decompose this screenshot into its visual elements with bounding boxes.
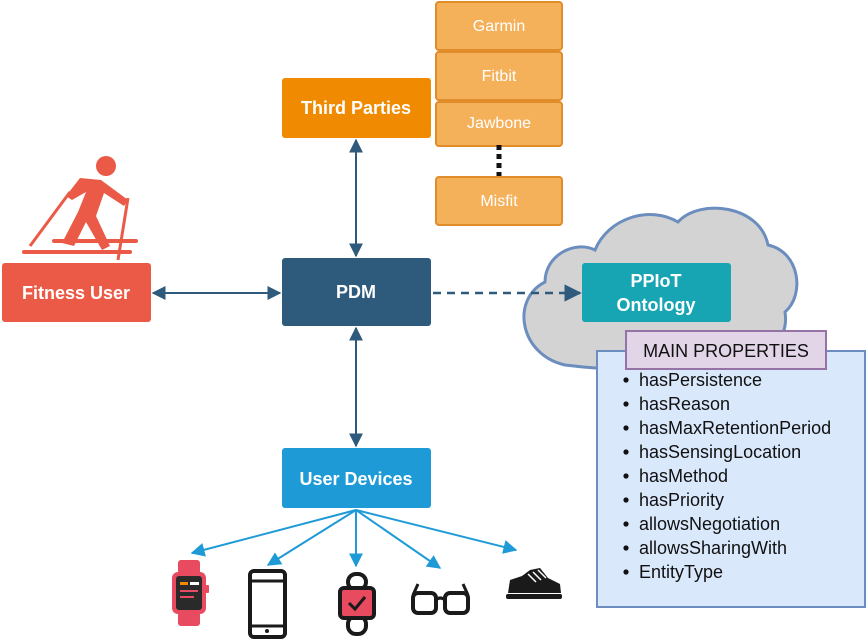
skier-icon <box>22 156 138 261</box>
fitness-user-label: Fitness User <box>22 283 130 303</box>
smartwatch-icon <box>172 560 209 626</box>
property-item: hasPriority <box>639 490 724 510</box>
property-item: EntityType <box>639 562 723 582</box>
vendor-stack: Garmin Fitbit Jawbone Misfit <box>435 1 563 226</box>
property-item: allowsSharingWith <box>639 538 787 558</box>
vendor-label-garmin: Garmin <box>473 18 525 35</box>
ontology-label-line1: PPIoT <box>630 271 681 291</box>
third-parties-node <box>282 78 431 138</box>
pdm-label: PDM <box>336 282 376 302</box>
property-item: hasSensingLocation <box>639 442 801 462</box>
vendor-label-misfit: Misfit <box>480 193 518 210</box>
smartphone-icon <box>248 569 287 639</box>
fitness-user-node <box>2 263 151 322</box>
user-devices-label: User Devices <box>299 469 412 489</box>
property-bullet <box>623 449 629 455</box>
vendor-label-jawbone: Jawbone <box>467 115 531 132</box>
vendor-box-garmin <box>435 1 563 51</box>
pdm-node <box>282 258 431 326</box>
smart-glasses-icon <box>411 583 470 615</box>
property-bullet <box>623 473 629 479</box>
properties-list: hasPersistence hasReason hasMaxRetentionPe… <box>623 370 831 582</box>
property-bullet <box>623 497 629 503</box>
properties-title: MAIN PROPERTIES <box>643 341 809 361</box>
property-item: hasMethod <box>639 466 728 486</box>
vendor-label-fitbit: Fitbit <box>482 68 517 85</box>
connector-devices-phone <box>266 509 357 566</box>
vendor-box-misfit <box>435 176 563 226</box>
property-bullet <box>623 545 629 551</box>
property-item: hasPersistence <box>639 370 762 390</box>
property-bullet <box>623 401 629 407</box>
property-item: hasMaxRetentionPeriod <box>639 418 831 438</box>
ontology-node <box>582 263 731 322</box>
third-parties-label: Third Parties <box>301 98 411 118</box>
properties-panel <box>596 350 866 608</box>
smart-shoe-icon <box>506 568 562 599</box>
connector-devices-glasses <box>355 509 442 569</box>
property-bullet <box>623 425 629 431</box>
property-bullet <box>623 521 629 527</box>
property-item: hasReason <box>639 394 730 414</box>
property-item: allowsNegotiation <box>639 514 780 534</box>
property-bullet <box>623 569 629 575</box>
properties-title-box <box>625 330 827 370</box>
connector-devices-watch <box>190 509 357 557</box>
connector-devices-shoe <box>355 509 518 554</box>
ontology-label-line2: Ontology <box>617 295 696 315</box>
vendor-box-fitbit <box>435 51 563 101</box>
user-devices-node <box>282 448 431 508</box>
property-bullet <box>623 377 629 383</box>
wristband-icon <box>338 572 376 636</box>
